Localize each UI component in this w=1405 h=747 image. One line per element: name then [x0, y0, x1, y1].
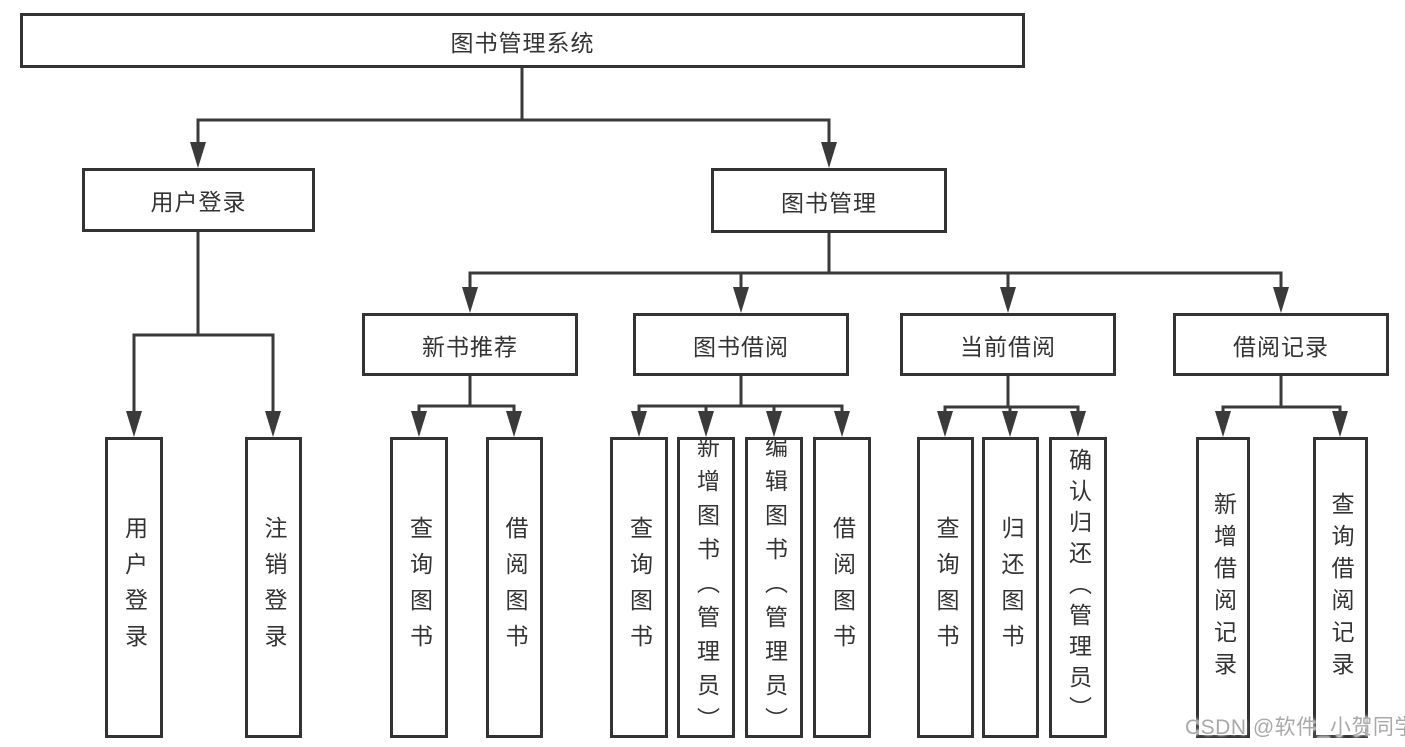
node-label: 当前借阅 — [960, 333, 1056, 360]
leaf-borrow-add-book-admin: 新增图书（管理员） — [677, 437, 735, 738]
leaf-borrow-borrow-book: 借阅图书 — [813, 437, 871, 738]
leaf-label: 新增借阅记录 — [1210, 491, 1237, 684]
node-label: 新书推荐 — [422, 333, 518, 360]
leaf-recommend-query-book: 查询图书 — [390, 437, 448, 738]
leaf-current-confirm-return-admin: 确认归还（管理员） — [1049, 437, 1107, 738]
arrowheads — [126, 142, 1348, 437]
leaf-current-query-book: 查询图书 — [917, 437, 974, 738]
leaf-label: 新增图书（管理员） — [693, 437, 720, 738]
leaf-label: 查询图书 — [933, 515, 959, 660]
leaf-label: 归还图书 — [998, 515, 1024, 660]
leaf-label: 确认归还（管理员） — [1065, 448, 1092, 727]
node-label: 借阅记录 — [1233, 333, 1329, 360]
node-label: 用户登录 — [150, 189, 247, 215]
leaf-label: 借阅图书 — [829, 515, 856, 660]
node-book-management: 图书管理 — [711, 168, 947, 233]
leaf-label: 查询借阅记录 — [1328, 491, 1354, 684]
node-borrow-records: 借阅记录 — [1173, 313, 1389, 376]
node-label: 图书借阅 — [693, 333, 789, 360]
leaf-user-login: 用户登录 — [105, 437, 163, 738]
leaf-logout-login: 注销登录 — [245, 437, 302, 738]
leaf-label: 用户登录 — [121, 515, 148, 660]
node-current-borrow: 当前借阅 — [900, 313, 1116, 376]
leaf-current-return-book: 归还图书 — [982, 437, 1039, 738]
node-user-login: 用户登录 — [82, 168, 315, 232]
node-label: 图书管理 — [781, 189, 877, 216]
leaf-records-query-record: 查询借阅记录 — [1313, 437, 1368, 738]
node-label: 图书管理系统 — [450, 29, 595, 56]
node-library-management-system: 图书管理系统 — [20, 13, 1025, 68]
leaf-label: 编辑图书（管理员） — [761, 437, 788, 738]
leaf-label: 查询图书 — [626, 515, 653, 660]
leaf-borrow-edit-book-admin: 编辑图书（管理员） — [745, 437, 803, 738]
node-book-borrow: 图书借阅 — [633, 313, 849, 376]
node-new-book-recommend: 新书推荐 — [362, 313, 578, 376]
leaf-recommend-borrow-book: 借阅图书 — [486, 437, 543, 738]
leaf-label: 查询图书 — [406, 515, 433, 660]
leaf-label: 借阅图书 — [502, 515, 528, 660]
leaf-borrow-query-book: 查询图书 — [610, 437, 668, 738]
leaf-records-add-record: 新增借阅记录 — [1196, 437, 1250, 738]
leaf-label: 注销登录 — [261, 515, 287, 660]
csdn-watermark: CSDN @软件_小贺同学 — [1185, 716, 1405, 739]
